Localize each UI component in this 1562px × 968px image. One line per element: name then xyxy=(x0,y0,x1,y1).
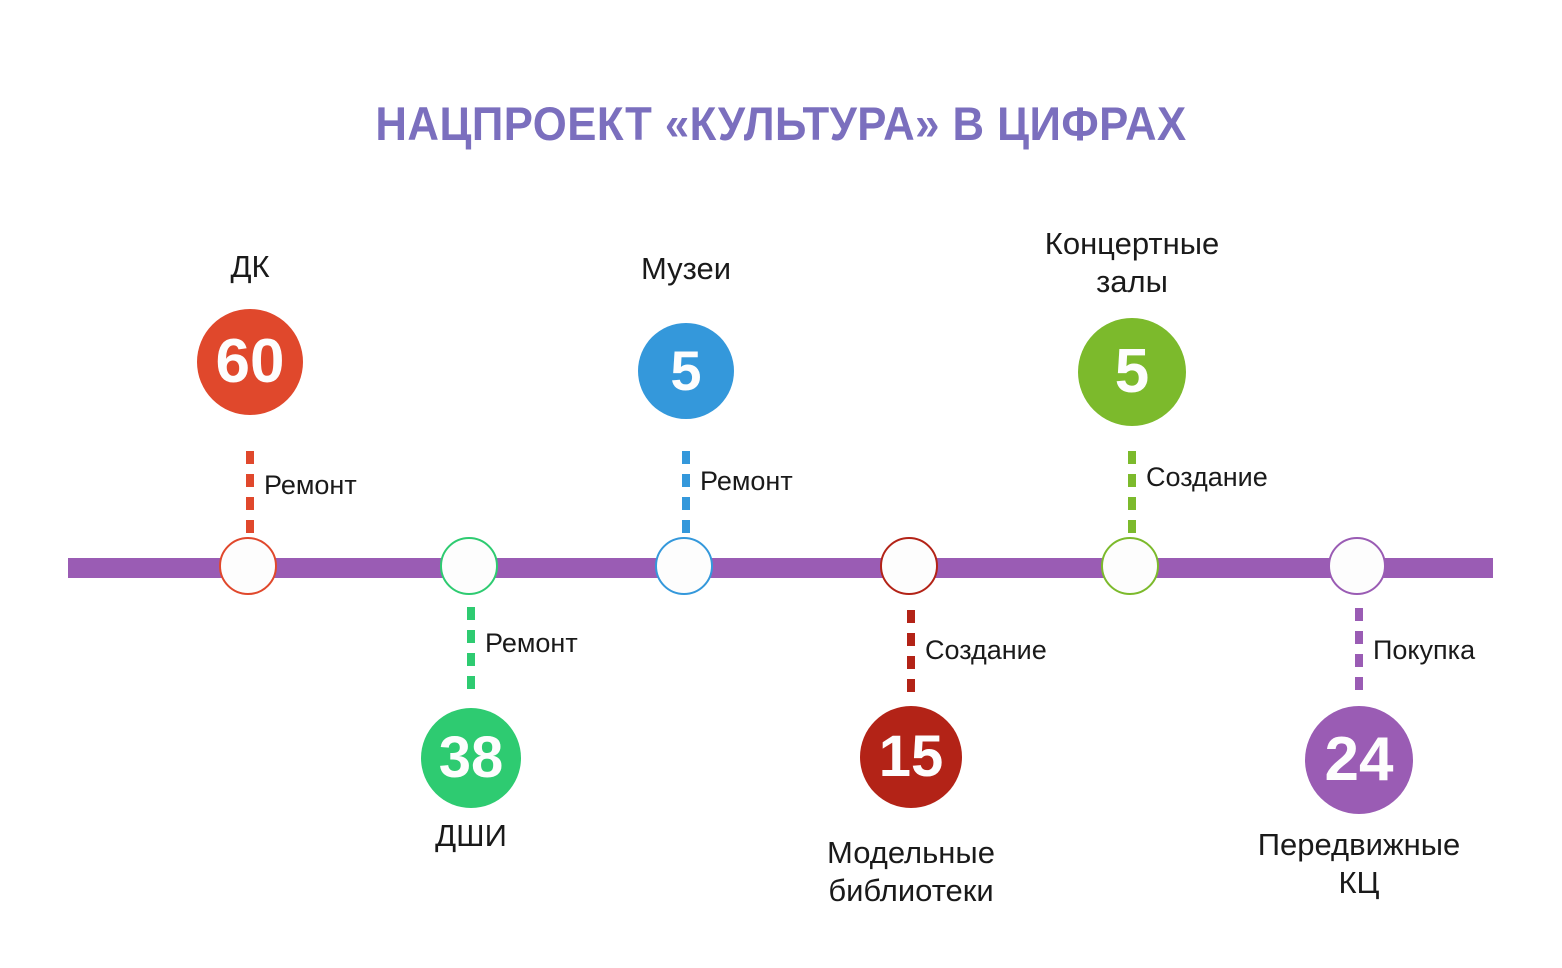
connector-dash xyxy=(1355,631,1363,644)
connector-label-dshi: Ремонт xyxy=(485,628,578,658)
timeline-marker-biblioteki[interactable] xyxy=(880,537,938,595)
connector-dash xyxy=(1128,520,1136,533)
connector-dash xyxy=(682,474,690,487)
dashed-connector-dshi xyxy=(467,607,475,689)
connector-dash xyxy=(1355,608,1363,621)
timeline-marker-dk[interactable] xyxy=(219,537,277,595)
category-label-muzei: Музеи xyxy=(640,251,732,286)
dashed-connector-biblioteki xyxy=(907,610,915,692)
category-label-biblioteki: Модельные библиотеки xyxy=(827,835,995,908)
timeline-marker-dshi[interactable] xyxy=(440,537,498,595)
dashed-connector-kontsertnye-zaly xyxy=(1128,451,1136,533)
connector-label-biblioteki: Создание xyxy=(925,635,1047,665)
connector-dash xyxy=(1355,654,1363,667)
connector-dash xyxy=(907,610,915,623)
connector-dash xyxy=(467,676,475,689)
timeline-axis-bar xyxy=(68,558,1493,578)
dashed-connector-dk xyxy=(246,451,254,533)
connector-dash xyxy=(246,474,254,487)
connector-dash xyxy=(1128,451,1136,464)
value-bubble-muzei[interactable]: 5 xyxy=(638,323,734,419)
value-bubble-kontsertnye-zaly[interactable]: 5 xyxy=(1078,318,1186,426)
connector-dash xyxy=(682,520,690,533)
connector-dash xyxy=(467,607,475,620)
connector-dash xyxy=(467,630,475,643)
connector-dash xyxy=(1128,497,1136,510)
connector-dash xyxy=(1355,677,1363,690)
connector-label-kontsertnye-zaly: Создание xyxy=(1146,462,1268,492)
category-label-dshi: ДШИ xyxy=(435,818,507,853)
connector-label-dk: Ремонт xyxy=(264,470,357,500)
timeline-marker-peredvizhnye-kts[interactable] xyxy=(1328,537,1386,595)
category-label-peredvizhnye-kts: Передвижные КЦ xyxy=(1257,827,1461,900)
connector-dash xyxy=(1128,474,1136,487)
dashed-connector-peredvizhnye-kts xyxy=(1355,608,1363,690)
connector-label-peredvizhnye-kts: Покупка xyxy=(1373,635,1476,665)
connector-dash xyxy=(907,656,915,669)
connector-dash xyxy=(907,679,915,692)
category-label-dk: ДК xyxy=(230,249,270,284)
connector-dash xyxy=(246,451,254,464)
timeline-marker-kontsertnye-zaly[interactable] xyxy=(1101,537,1159,595)
dashed-connector-muzei xyxy=(682,451,690,533)
value-bubble-peredvizhnye-kts[interactable]: 24 xyxy=(1305,706,1413,814)
value-bubble-biblioteki[interactable]: 15 xyxy=(860,706,962,808)
connector-dash xyxy=(682,451,690,464)
value-bubble-dshi[interactable]: 38 xyxy=(421,708,521,808)
connector-dash xyxy=(907,633,915,646)
page-title: НАЦПРОЕКТ «КУЛЬТУРА» В ЦИФРАХ xyxy=(375,97,1187,150)
category-label-kontsertnye-zaly: Концертные залы xyxy=(1044,226,1220,299)
connector-dash xyxy=(246,497,254,510)
connector-dash xyxy=(467,653,475,666)
connector-dash xyxy=(246,520,254,533)
connector-label-muzei: Ремонт xyxy=(700,466,793,496)
timeline-marker-muzei[interactable] xyxy=(655,537,713,595)
connector-dash xyxy=(682,497,690,510)
value-bubble-dk[interactable]: 60 xyxy=(197,309,303,415)
